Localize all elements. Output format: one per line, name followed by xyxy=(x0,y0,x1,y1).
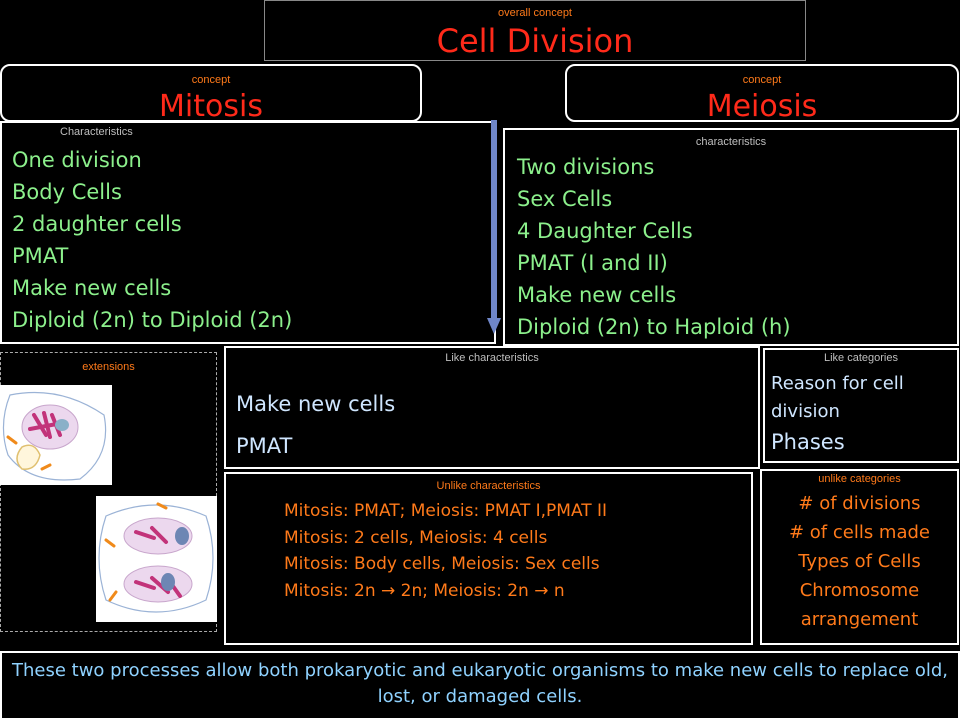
concept-title-mitosis: Mitosis xyxy=(159,89,263,124)
like-characteristics-label: Like characteristics xyxy=(445,352,539,364)
list-item: Two divisions xyxy=(517,155,655,179)
like-categories-box: Like categories Reason for cell division… xyxy=(763,348,959,463)
unlike-characteristics-box: Unlike characteristics Mitosis: PMAT; Me… xyxy=(224,472,753,645)
like-categories-label: Like categories xyxy=(824,352,898,364)
list-item: Sex Cells xyxy=(517,187,613,211)
overall-concept-box: overall concept Cell Division xyxy=(264,0,806,61)
list-item: Mitosis: 2n → 2n; Meiosis: 2n → n xyxy=(284,580,565,601)
extensions-label: extensions xyxy=(82,361,135,373)
unlike-characteristics-label: Unlike characteristics xyxy=(436,480,541,492)
summary-box: These two processes allow both prokaryot… xyxy=(0,651,960,720)
list-item: One division xyxy=(12,148,142,172)
mitosis-characteristics-list: One division Body Cells 2 daughter cells… xyxy=(12,144,292,336)
list-item: PMAT xyxy=(236,434,293,458)
list-item: Types of Cells xyxy=(798,551,921,572)
list-item: PMAT (I and II) xyxy=(517,251,668,275)
concept-meiosis-box: concept Meiosis xyxy=(565,64,959,124)
dividing-cell-illustration xyxy=(0,385,112,485)
list-item: Make new cells xyxy=(517,283,677,307)
list-item: Diploid (2n) to Haploid (h) xyxy=(517,315,791,339)
list-item: Chromosome arrangement xyxy=(799,580,920,630)
list-item: Reason for cell division xyxy=(771,373,904,422)
unlike-categories-box: unlike categories # of divisions # of ce… xyxy=(760,469,959,645)
list-item: Phases xyxy=(771,430,845,454)
list-item: Diploid (2n) to Diploid (2n) xyxy=(12,308,293,332)
list-item: Mitosis: 2 cells, Meiosis: 4 cells xyxy=(284,527,548,548)
down-arrow-icon xyxy=(487,120,501,334)
unlike-categories-label: unlike categories xyxy=(818,473,901,485)
dividing-cell-illustration xyxy=(96,496,217,622)
list-item: Mitosis: PMAT; Meiosis: PMAT I,PMAT II xyxy=(284,501,608,521)
overall-concept-title: Cell Division xyxy=(436,22,634,60)
list-item: Mitosis: Body cells, Meiosis: Sex cells xyxy=(284,554,600,574)
list-item: 2 daughter cells xyxy=(12,212,182,236)
unlike-categories-list: # of divisions # of cells made Types of … xyxy=(762,489,957,634)
list-item: Make new cells xyxy=(12,276,172,300)
like-characteristics-list: Make new cells PMAT xyxy=(236,383,395,467)
characteristics-label: characteristics xyxy=(695,136,767,148)
list-item: Body Cells xyxy=(12,180,122,204)
meiosis-characteristics-box: characteristics Two divisions Sex Cells … xyxy=(503,128,959,346)
summary-text: These two processes allow both prokaryot… xyxy=(12,660,948,707)
unlike-characteristics-list: Mitosis: PMAT; Meiosis: PMAT I,PMAT II M… xyxy=(284,498,744,604)
list-item: Make new cells xyxy=(236,392,396,416)
like-characteristics-box: Like characteristics Make new cells PMAT xyxy=(224,346,760,469)
concept-label: concept xyxy=(191,74,231,86)
overall-concept-label: overall concept xyxy=(498,7,572,19)
concept-title-meiosis: Meiosis xyxy=(706,89,818,124)
meiosis-characteristics-list: Two divisions Sex Cells 4 Daughter Cells… xyxy=(517,151,791,343)
concept-mitosis-box: concept Mitosis xyxy=(0,64,422,124)
list-item: PMAT xyxy=(12,244,69,268)
mitosis-characteristics-box: Characteristics One division Body Cells … xyxy=(0,121,496,344)
concept-label: concept xyxy=(742,74,782,86)
list-item: # of cells made xyxy=(788,522,930,543)
list-item: # of divisions xyxy=(798,493,921,514)
extensions-box: extensions xyxy=(0,352,217,632)
characteristics-label: Characteristics xyxy=(60,126,133,138)
list-item: 4 Daughter Cells xyxy=(517,219,693,243)
